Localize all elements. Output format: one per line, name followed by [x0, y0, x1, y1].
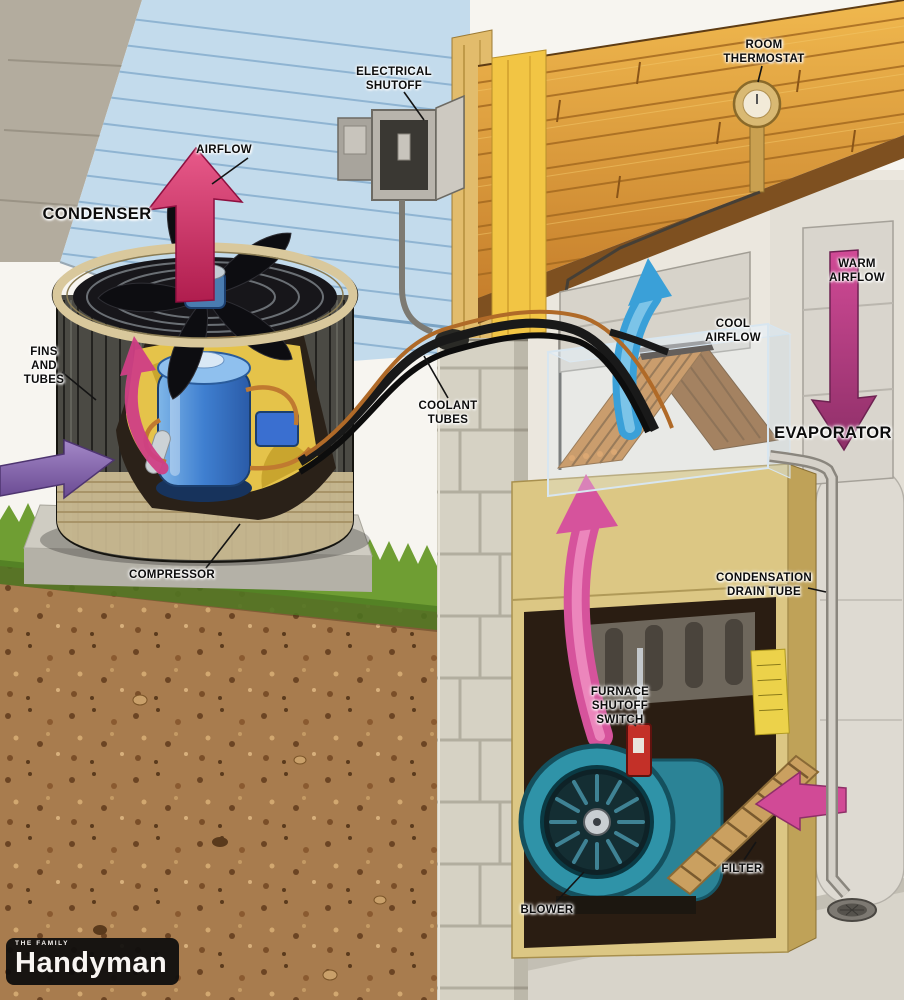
label-fins-and-tubes: FINS AND TUBES: [23, 346, 65, 386]
label-filter: FILTER: [721, 863, 763, 875]
label-compressor: COMPRESSOR: [128, 569, 216, 581]
label-condensation-drain-tube: CONDENSATION DRAIN TUBE: [715, 572, 813, 598]
label-furnace-shutoff-switch: FURNACE SHUTOFF SWITCH: [590, 686, 650, 726]
junction-box: [255, 411, 299, 447]
soil: [0, 558, 437, 1000]
logo-brand-text: Handyman: [15, 946, 168, 979]
heat-exchanger: [585, 612, 755, 708]
electrical-shutoff-box: [337, 94, 465, 335]
furnace-shutoff-switch: [626, 648, 652, 777]
corner-beam: [491, 49, 547, 339]
condensation-drain-tube: [769, 450, 851, 898]
furnace-airflow-arrow: [556, 474, 618, 749]
label-coolant-tubes: COOLANT TUBES: [418, 400, 478, 426]
furnace-label-sticker: [750, 648, 790, 736]
cool-airflow-arrow: [612, 258, 672, 440]
exhaust-airflow-arrow: [146, 146, 244, 303]
electrical-conduit: [399, 200, 434, 335]
label-condenser: CONDENSER: [42, 205, 152, 223]
label-evaporator: EVAPORATOR: [774, 424, 892, 442]
intake-airflow-arrow: [0, 438, 116, 500]
blower-fan-blades: [549, 774, 645, 870]
warm-airflow-arrow: [810, 249, 878, 452]
condenser-internal-airflow-arrow: [120, 336, 169, 475]
label-blower: BLOWER: [520, 904, 574, 916]
wood-floor: [477, 0, 904, 324]
filter-airflow-arrow: [754, 770, 847, 832]
label-room-thermostat: ROOM THERMOSTAT: [723, 39, 805, 65]
floor-drain: [827, 898, 877, 922]
stone-wall-corner: [0, 0, 142, 262]
label-airflow: AIRFLOW: [196, 144, 252, 156]
evaporator-plenum: [546, 322, 792, 498]
coolant-tubes: [297, 309, 674, 475]
label-warm-airflow: WARM AIRFLOW: [829, 258, 885, 284]
logo-small-text: THE FAMILY: [15, 940, 70, 947]
handyman-logo: THE FAMILY Handyman: [6, 938, 180, 985]
label-electrical-shutoff: ELECTRICAL SHUTOFF: [356, 66, 432, 92]
compressor: [143, 332, 312, 502]
shutoff-box-door: [435, 94, 465, 202]
label-cool-airflow: COOL AIRFLOW: [705, 318, 761, 344]
leader-lines: [61, 65, 827, 903]
